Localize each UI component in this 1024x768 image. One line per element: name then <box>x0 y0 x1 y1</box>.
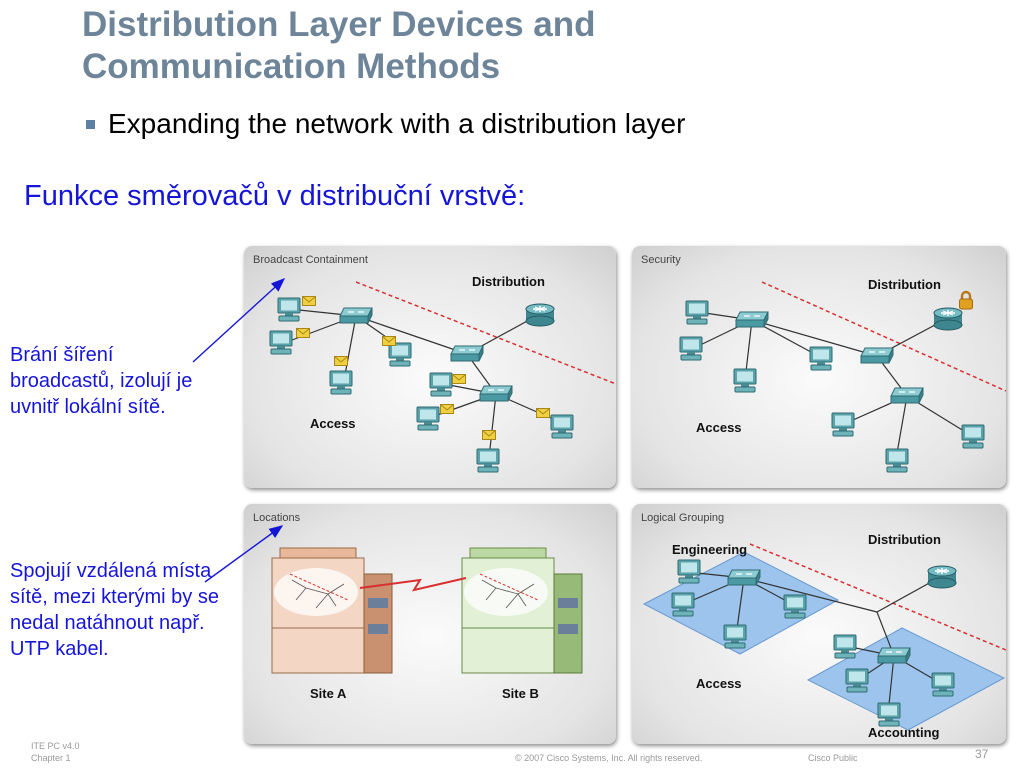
access-label: Access <box>310 416 356 431</box>
pc-icon <box>677 559 701 584</box>
pc-icon <box>550 414 574 439</box>
panel-title: Locations <box>253 512 301 524</box>
pc-icon <box>809 346 833 371</box>
switch-icon <box>860 347 894 364</box>
switch-icon <box>479 385 513 402</box>
accounting-label: Accounting <box>868 725 940 740</box>
title-line-1: Distribution Layer Devices and <box>82 5 596 44</box>
envelope-icon <box>440 404 454 414</box>
access-label: Access <box>696 420 742 435</box>
pc-icon <box>388 342 412 367</box>
pc-icon <box>877 702 901 727</box>
title-line-2: Communication Methods <box>82 47 501 86</box>
pc-icon <box>845 668 869 693</box>
site-a-label: Site A <box>310 686 347 701</box>
annotation-broadcast: Brání šíření broadcastů, izolují je uvni… <box>10 344 193 418</box>
links <box>283 309 563 459</box>
footer-course: ITE PC v4.0 Chapter 1 <box>31 740 80 764</box>
switch-icon <box>735 311 769 328</box>
bullet-item: Expanding the network with a distributio… <box>86 108 685 140</box>
locations-panel: Locations Site A Site B <box>244 504 616 744</box>
course-label: ITE PC v4.0 <box>31 741 80 751</box>
pc-icon <box>723 624 747 649</box>
footer-copyright: © 2007 Cisco Systems, Inc. All rights re… <box>515 753 703 763</box>
pc-icon <box>429 372 453 397</box>
pc-icon <box>931 672 955 697</box>
panel-title: Security <box>641 254 681 266</box>
pc-icon <box>733 368 757 393</box>
envelope-icon <box>302 296 316 306</box>
boundary-line <box>761 281 1006 392</box>
boundary-line <box>355 281 616 385</box>
pc-icon <box>671 592 695 617</box>
switch-icon <box>890 387 924 404</box>
envelope-icon <box>334 356 348 366</box>
pc-icon <box>277 297 301 322</box>
broadcast-diagram <box>269 281 616 473</box>
engineering-label: Engineering <box>672 542 748 557</box>
pc-icon <box>679 336 703 361</box>
logical-grouping-diagram <box>642 543 1006 731</box>
panel-title: Broadcast Containment <box>253 254 368 266</box>
site-b-label: Site B <box>502 686 539 701</box>
slide-title: Distribution Layer Devices and Communica… <box>82 4 802 88</box>
logical-grouping-panel: Logical Grouping Engineering Distributio… <box>632 504 1006 744</box>
links <box>691 311 973 460</box>
building-icon <box>271 547 393 674</box>
page-number: 37 <box>975 747 989 761</box>
security-panel: Security Distribution Access <box>632 246 1006 488</box>
router-icon <box>933 307 963 331</box>
bullet-text: Expanding the network with a distributio… <box>108 108 686 139</box>
distribution-label: Distribution <box>472 274 545 289</box>
annotation-locations: Spojují vzdálená místa sítě, mezi kterým… <box>10 560 219 660</box>
switch-icon <box>339 307 373 324</box>
envelope-icon <box>382 336 396 346</box>
pc-icon <box>833 634 857 659</box>
distribution-label: Distribution <box>868 532 941 547</box>
pc-icon <box>831 412 855 437</box>
pc-icon <box>476 448 500 473</box>
access-label: Access <box>696 676 742 691</box>
footer-classification: Cisco Public <box>808 753 858 763</box>
envelope-icon <box>296 328 310 338</box>
accounting-floor <box>806 627 1006 731</box>
lock-icon <box>958 290 974 310</box>
locations-diagram <box>271 547 583 674</box>
bullet-icon <box>86 119 95 129</box>
switch-icon <box>450 345 484 362</box>
building-icon <box>461 547 583 674</box>
router-icon <box>927 565 957 589</box>
distribution-label: Distribution <box>868 277 941 292</box>
security-diagram <box>679 281 1006 473</box>
switch-icon <box>877 647 911 664</box>
pc-icon <box>416 406 440 431</box>
pc-icon <box>961 424 985 449</box>
envelope-icon <box>452 374 466 384</box>
router-icon <box>525 303 555 327</box>
switch-icon <box>727 569 761 586</box>
wan-link-icon <box>359 577 467 592</box>
envelope-icon <box>536 408 550 418</box>
pc-icon <box>329 370 353 395</box>
slide-subtitle: Funkce směrovačů v distribuční vrstvě: <box>24 180 526 212</box>
pc-icon <box>783 594 807 619</box>
envelope-icon <box>482 430 496 440</box>
panel-title: Logical Grouping <box>641 512 725 524</box>
pc-icon <box>885 448 909 473</box>
pc-icon <box>685 300 709 325</box>
chapter-label: Chapter 1 <box>31 753 71 763</box>
broadcast-containment-panel: Broadcast Containment Distribution Acces… <box>244 246 616 488</box>
pc-icon <box>269 330 293 355</box>
